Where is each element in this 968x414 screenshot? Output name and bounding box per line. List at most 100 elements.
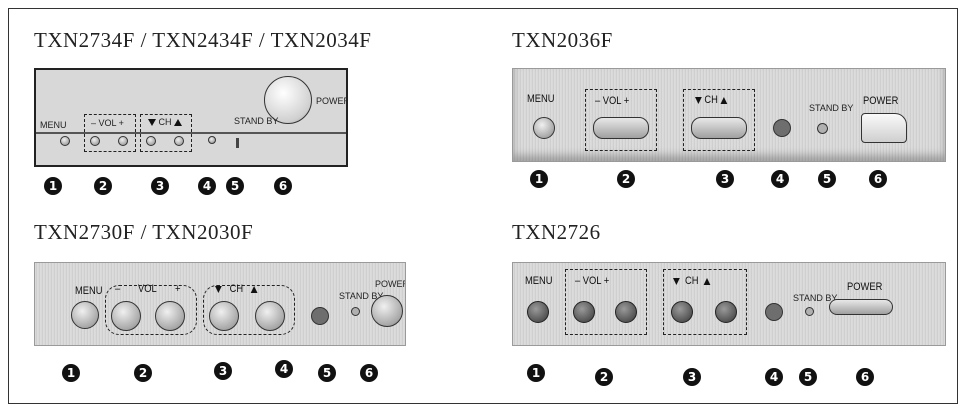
- callout-4: 4: [198, 177, 216, 195]
- remote-sensor: [765, 303, 783, 321]
- callout-3: 3: [683, 368, 701, 386]
- vol-minus-label: –: [115, 283, 121, 295]
- ch-group: [683, 89, 755, 151]
- ch-label: CH: [704, 94, 718, 106]
- ch-up-button[interactable]: [255, 301, 285, 331]
- ch-group: [203, 285, 295, 335]
- vol-rocker-button[interactable]: [593, 117, 649, 139]
- callout-5: 5: [799, 368, 817, 386]
- remote-sensor: [773, 119, 791, 137]
- section-title-txn2734f: TXN2734F / TXN2434F / TXN2034F: [34, 28, 372, 52]
- menu-button[interactable]: [527, 301, 549, 323]
- vol-plus-label: +: [175, 283, 181, 295]
- panel-divider: [36, 132, 346, 134]
- panel-txn2036f: MENU – VOL + CH STAND BY POWER: [512, 68, 946, 162]
- callout-4: 4: [275, 360, 293, 378]
- panel-txn2730f: MENU – VOL + CH STAND BY POWER: [34, 262, 406, 346]
- ch-up-icon: [174, 119, 183, 127]
- vol-group: [105, 285, 197, 335]
- ch-label: CH: [229, 283, 244, 295]
- standby-led: [351, 307, 360, 316]
- standby-label: STAND BY: [809, 103, 854, 113]
- standby-label: STAND BY: [234, 116, 279, 126]
- standby-led: [236, 138, 239, 148]
- menu-label: MENU: [40, 120, 67, 130]
- standby-label: STAND BY: [793, 293, 838, 303]
- callout-3: 3: [716, 170, 734, 188]
- ch-label: CH: [158, 117, 172, 127]
- callout-4: 4: [765, 368, 783, 386]
- vol-up-button[interactable]: [155, 301, 185, 331]
- power-button[interactable]: [264, 76, 312, 124]
- vol-label: – VOL +: [91, 118, 124, 128]
- ch-down-button[interactable]: [671, 301, 693, 323]
- menu-button[interactable]: [533, 117, 555, 139]
- power-label: POWER: [863, 95, 899, 107]
- vol-down-button[interactable]: [90, 136, 100, 146]
- vol-down-button[interactable]: [111, 301, 141, 331]
- callout-2: 2: [617, 170, 635, 188]
- power-button[interactable]: [861, 113, 907, 143]
- ch-rocker-button[interactable]: [691, 117, 747, 139]
- section-title-txn2726: TXN2726: [512, 220, 601, 244]
- callout-5: 5: [818, 170, 836, 188]
- ch-up-icon: [250, 285, 258, 293]
- ch-down-icon: [695, 96, 702, 104]
- ch-group: [663, 269, 747, 335]
- ch-label-wrap: CH: [695, 94, 728, 106]
- power-label: POWER: [847, 281, 883, 293]
- callout-6: 6: [360, 364, 378, 382]
- vol-group: [585, 89, 657, 151]
- vol-label: – VOL +: [575, 275, 610, 287]
- panel-txn2734f: POWER MENU – VOL + CH STAND BY: [34, 68, 348, 167]
- ch-up-icon: [703, 277, 711, 285]
- callout-1: 1: [62, 364, 80, 382]
- menu-button[interactable]: [71, 301, 99, 329]
- standby-led: [805, 307, 814, 316]
- ch-down-icon: [148, 119, 156, 127]
- standby-label: STAND BY: [339, 291, 384, 301]
- ch-label-wrap: CH: [148, 117, 183, 127]
- callout-2: 2: [134, 364, 152, 382]
- vol-down-button[interactable]: [573, 301, 595, 323]
- menu-button[interactable]: [60, 136, 70, 146]
- vol-group: [565, 269, 647, 335]
- remote-sensor: [208, 136, 216, 144]
- menu-label: MENU: [525, 275, 553, 287]
- ch-label-wrap: CH: [215, 283, 258, 295]
- callout-6: 6: [869, 170, 887, 188]
- callout-1: 1: [530, 170, 548, 188]
- menu-label: MENU: [75, 285, 103, 297]
- callout-1: 1: [527, 364, 545, 382]
- vol-up-button[interactable]: [615, 301, 637, 323]
- section-title-txn2036f: TXN2036F: [512, 28, 613, 52]
- remote-sensor: [311, 307, 329, 325]
- callout-3: 3: [214, 362, 232, 380]
- section-title-txn2730f: TXN2730F / TXN2030F: [34, 220, 254, 244]
- ch-up-button[interactable]: [174, 136, 184, 146]
- ch-down-button[interactable]: [146, 136, 156, 146]
- power-button[interactable]: [829, 299, 893, 315]
- ch-label: CH: [685, 275, 699, 287]
- callout-4: 4: [771, 170, 789, 188]
- standby-led: [817, 123, 828, 134]
- callout-5: 5: [226, 177, 244, 195]
- ch-down-icon: [215, 285, 222, 293]
- callout-6: 6: [856, 368, 874, 386]
- panel-txn2726: MENU – VOL + CH STAND BY POWER: [512, 262, 946, 346]
- callout-5: 5: [318, 364, 336, 382]
- vol-label: – VOL +: [595, 95, 630, 107]
- ch-down-icon: [673, 277, 680, 285]
- power-label: POWER: [375, 279, 406, 289]
- manual-figure-frame: [8, 8, 958, 404]
- ch-up-button[interactable]: [715, 301, 737, 323]
- ch-up-icon: [720, 96, 728, 104]
- ch-down-button[interactable]: [209, 301, 239, 331]
- callout-1: 1: [44, 177, 62, 195]
- menu-label: MENU: [527, 93, 555, 105]
- vol-up-button[interactable]: [118, 136, 128, 146]
- callout-2: 2: [94, 177, 112, 195]
- power-button[interactable]: [371, 295, 403, 327]
- callout-2: 2: [595, 368, 613, 386]
- vol-label: VOL: [138, 283, 157, 295]
